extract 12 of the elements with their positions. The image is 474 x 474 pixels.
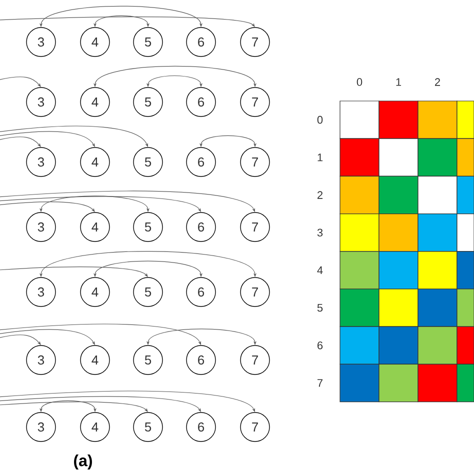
row-label: 4 xyxy=(317,266,323,274)
row-label: 2 xyxy=(318,191,322,199)
row-label: 7 xyxy=(318,379,322,387)
panel-label: (a) xyxy=(74,454,92,470)
row-label: 3 xyxy=(317,228,323,236)
row-label: 6 xyxy=(318,342,323,350)
row-label: 0 xyxy=(317,116,323,124)
row-label: 5 xyxy=(317,304,323,312)
column-label: 1 xyxy=(396,78,402,86)
column-label: 0 xyxy=(356,78,362,86)
row-label: 1 xyxy=(318,154,323,162)
column-label: 2 xyxy=(435,78,440,86)
